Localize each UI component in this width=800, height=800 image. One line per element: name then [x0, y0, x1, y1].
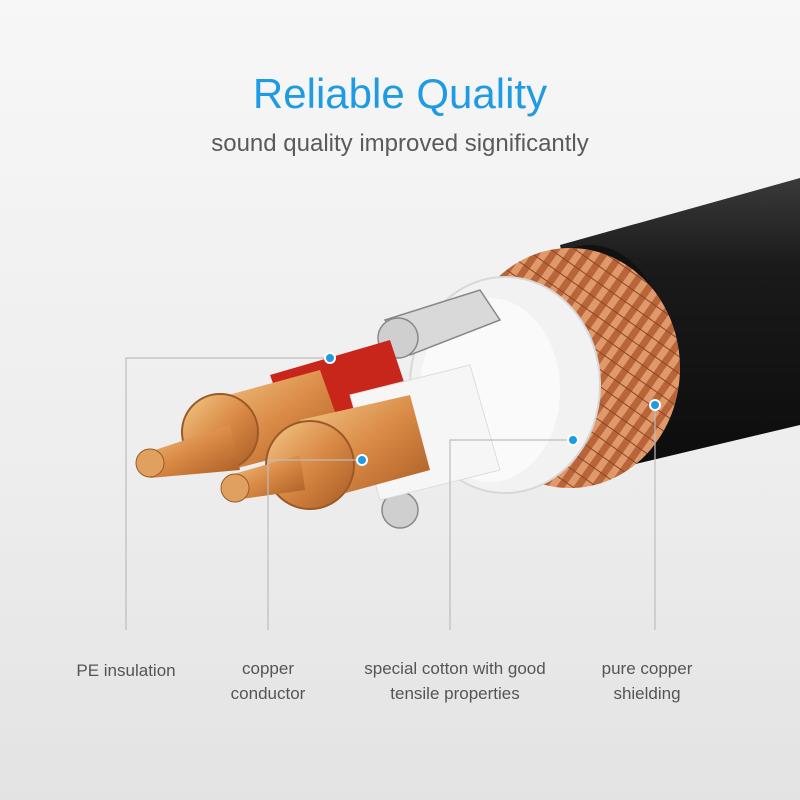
- copper-conductor: [135, 370, 430, 510]
- label-copper-conductor: copper conductor: [230, 659, 306, 703]
- callout-lines: [125, 357, 656, 630]
- callout-dot-cotton: [567, 434, 579, 446]
- callout-dot-shielding: [649, 399, 661, 411]
- label-special-cotton: special cotton with good tensile propert…: [364, 659, 546, 703]
- callout-dot-pe: [324, 352, 336, 364]
- label-pe-insulation: PE insulation: [76, 661, 176, 680]
- page-title: Reliable Quality: [252, 70, 548, 117]
- page-subtitle: sound quality improved significantly: [211, 130, 589, 157]
- label-copper-shielding: pure copper shielding: [601, 659, 693, 703]
- callout-dot-conductor: [356, 454, 368, 466]
- drain-wire: [377, 289, 502, 529]
